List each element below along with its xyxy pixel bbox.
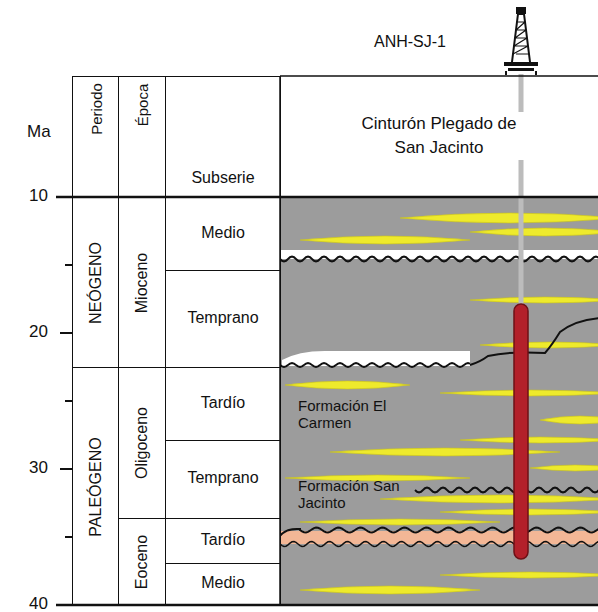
cell-label: Medio [201, 222, 245, 244]
cell-label: Subserie [191, 167, 254, 189]
sandstone-lens [300, 236, 470, 244]
unconformity-line [281, 528, 598, 536]
derrick-bracing [513, 22, 529, 54]
header-cell: Periodo [72, 76, 119, 198]
age-value: 40 [14, 594, 48, 612]
header-cell: Subserie [165, 76, 281, 198]
header-cell: Cinturón Plegado de San Jacinto [280, 76, 598, 198]
sandstone-lens [380, 495, 598, 503]
epoch-cell: Oligoceno [118, 367, 166, 519]
formation-label: Formación El Carmen [298, 397, 410, 432]
derrick-frame [512, 14, 530, 62]
age-tick [60, 332, 72, 334]
cell-label: Medio [201, 572, 245, 594]
unconformity-line [470, 318, 598, 365]
period-cell: PALEÓGENO [72, 367, 119, 606]
sandstone-lens [285, 381, 410, 389]
unconformity-line [281, 542, 598, 547]
drilling-rig-icon [504, 7, 538, 559]
age-tick [65, 400, 72, 402]
cell-label: Tardío [201, 529, 245, 551]
header-top [280, 75, 598, 77]
rotated-cell-label: Eoceno [134, 535, 150, 589]
rig-leg [505, 71, 507, 75]
unconformities [281, 250, 598, 546]
sandstone-lens [540, 416, 598, 424]
rotated-cell-label: Oligoceno [134, 407, 150, 479]
rotated-cell-label: Época [135, 83, 150, 126]
sandstone-lens [470, 297, 598, 303]
age-tick [65, 536, 72, 538]
cell-label: Temprano [187, 307, 258, 329]
frame-lines [56, 76, 598, 605]
sandstone-lens [530, 465, 598, 471]
sandstone-lens [400, 213, 598, 223]
rotated-cell-label: Mioceno [134, 252, 150, 312]
unconformity-line [281, 363, 470, 367]
age-tick [60, 468, 72, 470]
sandstone-lens [460, 437, 598, 443]
formation-column [281, 198, 598, 604]
unconformity-line [281, 257, 598, 262]
well-name: ANH-SJ-1 [374, 33, 446, 51]
formation-label: Formación San Jacinto [298, 477, 410, 512]
rotated-cell-label: NEÓGENO [88, 242, 104, 324]
sandstone-lens [300, 586, 480, 594]
epoch-cell: Eoceno [118, 518, 166, 606]
cell-label: Temprano [187, 467, 258, 489]
rig-floor [504, 62, 538, 66]
sandstone-lens [480, 342, 598, 348]
well-path [519, 74, 524, 306]
age-axis [60, 197, 72, 605]
period-cell: NEÓGENO [72, 197, 119, 368]
sandstone-lens [300, 519, 500, 525]
subseries-cell: Medio [165, 197, 281, 271]
rig-base [508, 68, 534, 71]
epoch-cell: Mioceno [118, 197, 166, 368]
sandstone-lens [470, 228, 598, 236]
cell-label: Tardío [201, 392, 245, 414]
rig-leg [535, 71, 537, 75]
cell-label: Cinturón Plegado de San Jacinto [347, 112, 532, 160]
age-tick [65, 264, 72, 266]
age-value: 10 [14, 186, 48, 206]
age-value: 30 [14, 458, 48, 478]
sandstone-lens [440, 572, 598, 578]
subseries-cell: Temprano [165, 440, 281, 519]
rotated-cell-label: PALEÓGENO [88, 437, 104, 536]
unconformity-line [415, 488, 598, 493]
subseries-cell: Medio [165, 563, 281, 606]
rotated-cell-label: Periodo [88, 83, 103, 135]
subseries-cell: Tardío [165, 367, 281, 441]
header-cell: Época [118, 76, 166, 198]
crown-block [516, 7, 526, 14]
well-interval [514, 304, 528, 559]
subseries-cell: Tardío [165, 518, 281, 564]
subseries-cell: Temprano [165, 270, 281, 368]
age-value: 20 [14, 322, 48, 342]
axis-unit: Ma [27, 122, 51, 142]
